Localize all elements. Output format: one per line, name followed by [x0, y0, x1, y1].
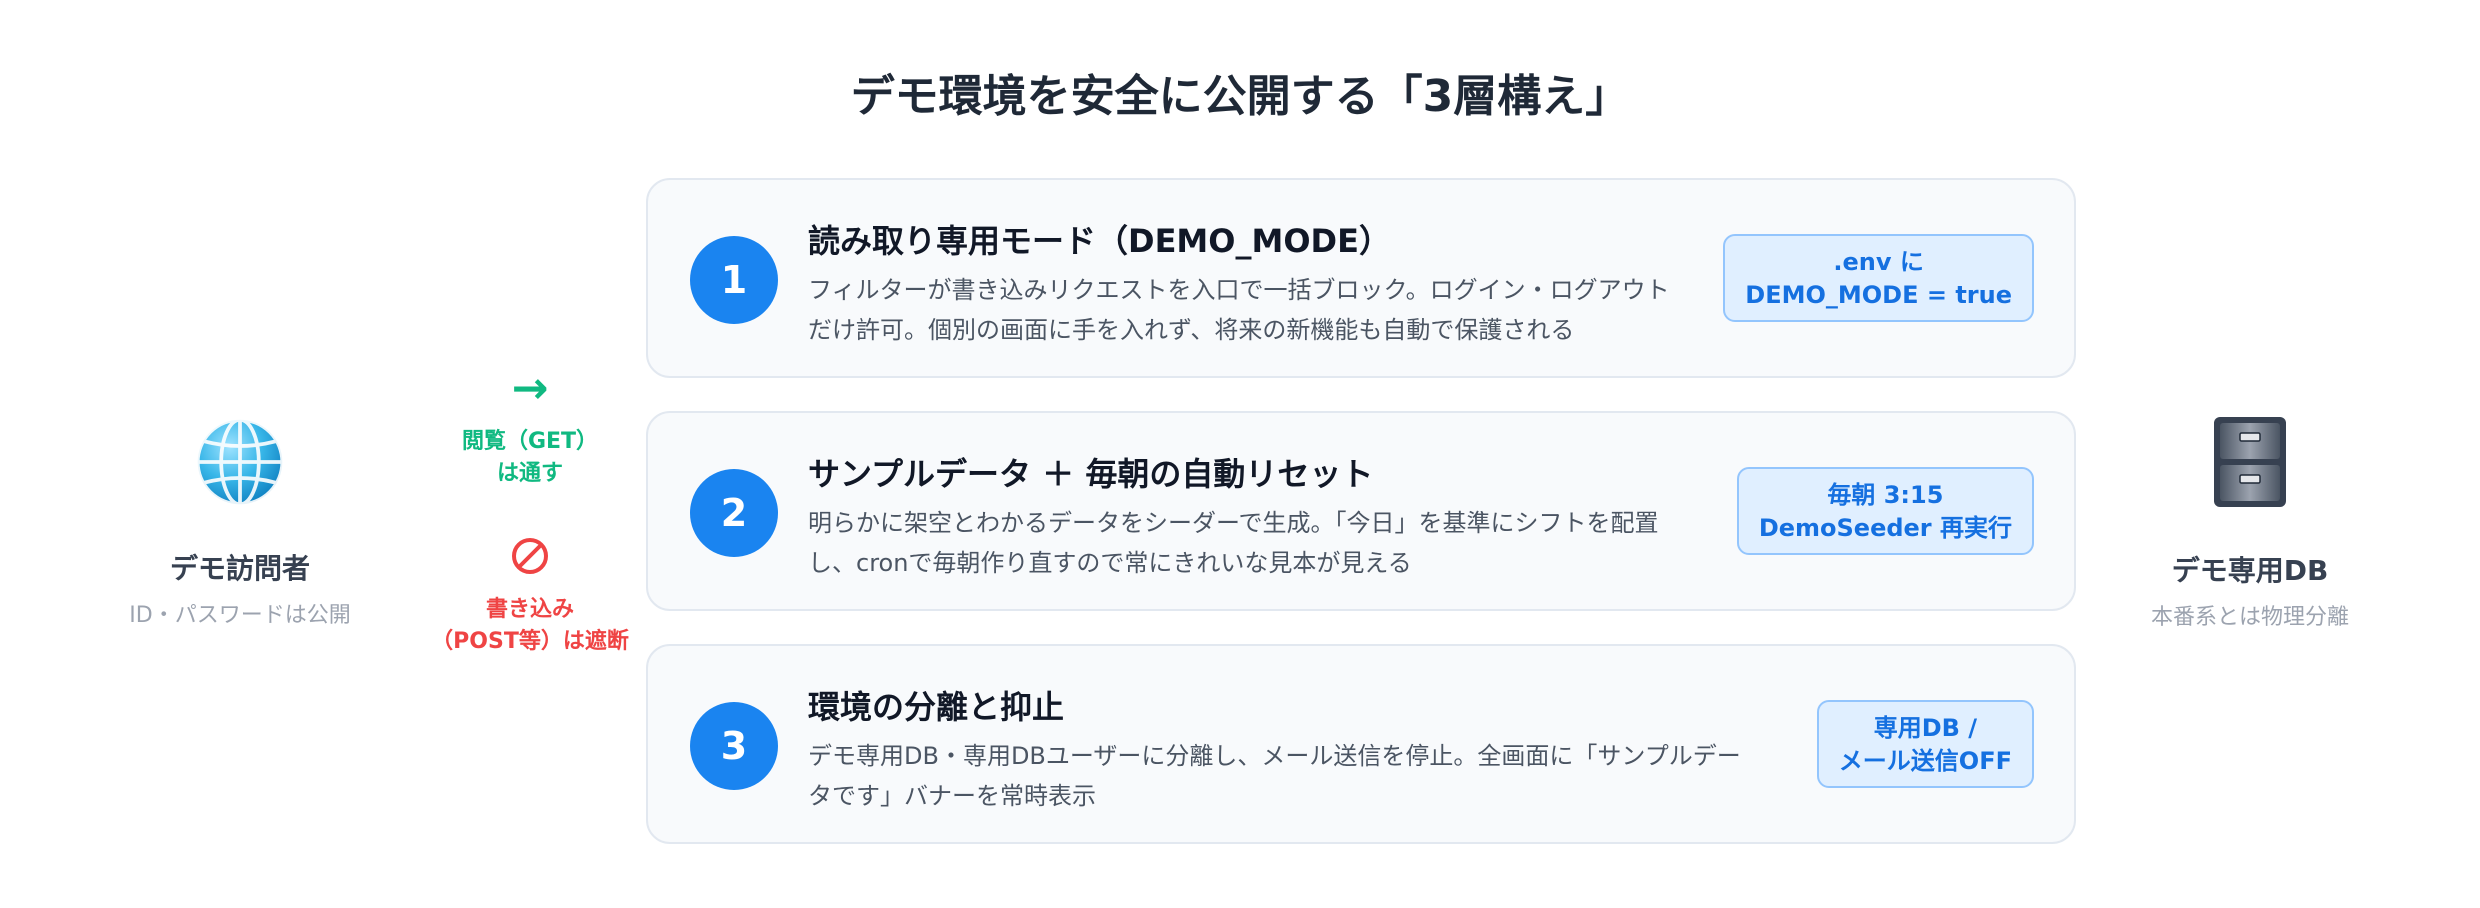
layer-card-3: 3 環境の分離と抑止 デモ専用DB・専用DBユーザーに分離し、メール送信を停止。… [646, 644, 2076, 844]
visitor-label: デモ訪問者 [169, 552, 310, 585]
layer-description-1-line1: フィルターが書き込みリクエストを入口で一括ブロック。ログイン・ログアウト [808, 276, 1670, 304]
allow-flow-line2: は通す [496, 461, 563, 486]
file-cabinet-icon [2214, 417, 2286, 507]
visitor-node: デモ訪問者 ID・パスワードは公開 [100, 415, 380, 629]
block-flow-label: 書き込み （POST等）は遮断 [420, 594, 640, 658]
allow-flow-line1: 閲覧（GET） [461, 429, 599, 454]
layer-description-1: フィルターが書き込みリクエストを入口で一括ブロック。ログイン・ログアウト だけ許… [808, 270, 1708, 350]
block-flow-line1: 書き込み [485, 597, 574, 622]
layer-title-2: サンプルデータ ＋ 毎朝の自動リセット [808, 455, 1374, 493]
layer-badge-2-line2: DemoSeeder 再実行 [1758, 514, 2012, 542]
diagram-title: デモ環境を安全に公開する「3層構え」 [850, 71, 1630, 122]
database-sublabel: 本番系とは物理分離 [2150, 605, 2349, 630]
block-flow: 書き込み （POST等）は遮断 [420, 536, 640, 658]
layer-description-1-line2: だけ許可。個別の画面に手を入れず、将来の新機能も自動で保護される [808, 316, 1575, 344]
no-entry-icon [512, 538, 548, 574]
layer-number-2: 2 [690, 469, 778, 557]
layer-title-3: 環境の分離と抑止 [808, 688, 1065, 726]
layer-badge-3-line2: メール送信OFF [1838, 747, 2012, 775]
block-flow-line2: （POST等）は遮断 [431, 629, 629, 654]
layer-description-2: 明らかに架空とわかるデータをシーダーで生成。「今日」を基準にシフトを配置 し、c… [808, 503, 1708, 583]
layer-description-2-line1: 明らかに架空とわかるデータをシーダーで生成。「今日」を基準にシフトを配置 [808, 509, 1659, 537]
database-label: デモ専用DB [2171, 554, 2329, 587]
layer-badge-3-line1: 専用DB / [1873, 714, 1978, 742]
layer-badge-2-line1: 毎朝 3:15 [1827, 481, 1944, 509]
visitor-sublabel: ID・パスワードは公開 [129, 603, 351, 628]
layer-card-2: 2 サンプルデータ ＋ 毎朝の自動リセット 明らかに架空とわかるデータをシーダー… [646, 411, 2076, 611]
layer-description-3-line1: デモ専用DB・専用DBユーザーに分離し、メール送信を停止。全画面に「サンプルデー [808, 742, 1741, 770]
layer-number-3: 3 [690, 702, 778, 790]
layer-badge-1-line1: .env に [1833, 248, 1924, 276]
layer-badge-3: 専用DB / メール送信OFF [1816, 700, 2034, 788]
layer-description-3-line2: タです」バナーを常時表示 [808, 782, 1096, 810]
layer-card-1: 1 読み取り専用モード（DEMO_MODE） フィルターが書き込みリクエストを入… [646, 178, 2076, 378]
layer-description-2-line2: し、cronで毎朝作り直すので常にきれいな見本が見える [808, 549, 1412, 577]
database-node: デモ専用DB 本番系とは物理分離 [2110, 415, 2390, 631]
allow-flow-label: 閲覧（GET） は通す [420, 426, 640, 490]
arrow-right-icon: → [511, 363, 549, 414]
layer-badge-1-line2: DEMO_MODE = true [1745, 281, 2012, 309]
layer-badge-1: .env に DEMO_MODE = true [1723, 234, 2034, 322]
layer-title-1: 読み取り専用モード（DEMO_MODE） [808, 222, 1391, 260]
layer-description-3: デモ専用DB・専用DBユーザーに分離し、メール送信を停止。全画面に「サンプルデー… [808, 736, 1788, 816]
allow-flow: → 閲覧（GET） は通す [420, 362, 640, 490]
layer-number-1: 1 [690, 236, 778, 324]
layer-badge-2: 毎朝 3:15 DemoSeeder 再実行 [1736, 467, 2034, 555]
globe-icon [195, 417, 285, 507]
